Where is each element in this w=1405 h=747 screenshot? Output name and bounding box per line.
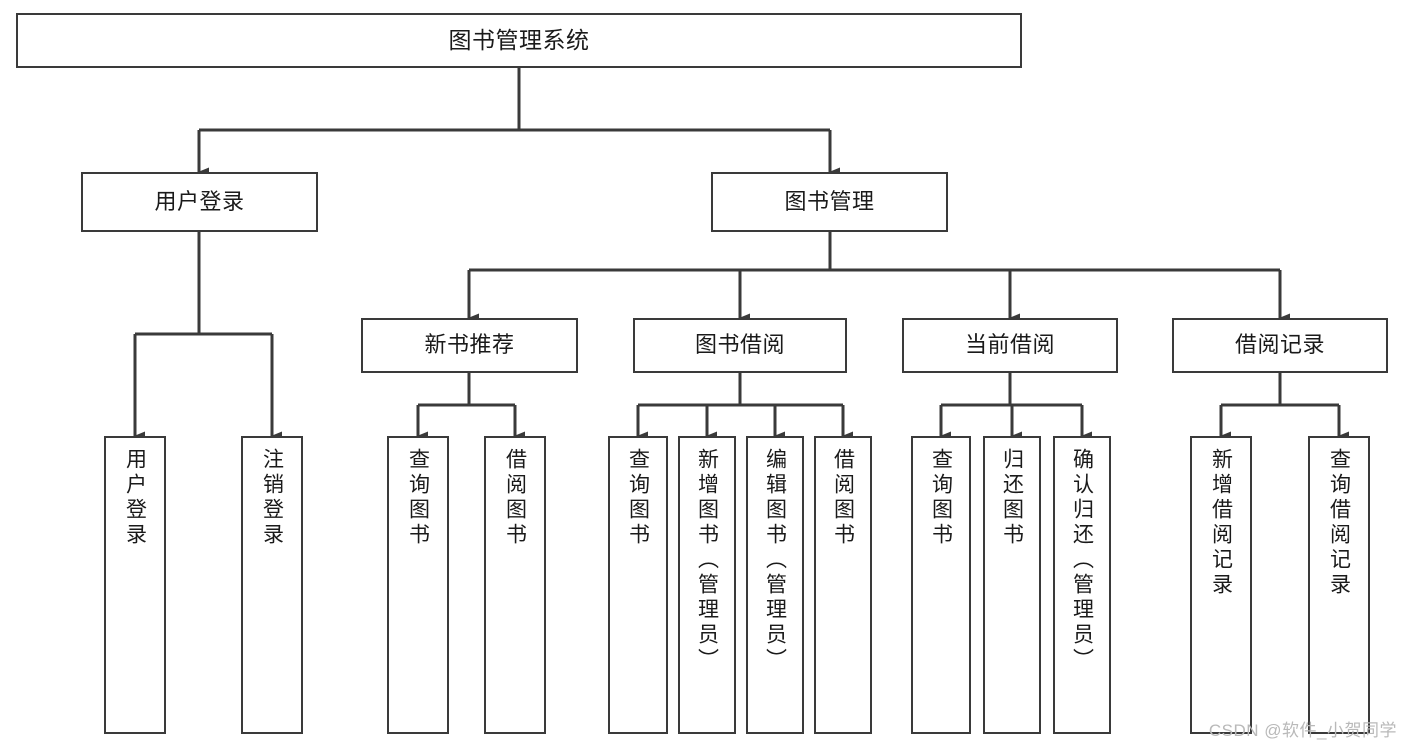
node-box-leaf-12: 查询借阅记录: [1308, 436, 1370, 734]
node-box-root: 图书管理系统: [16, 13, 1022, 68]
node-label: 编辑图书（管理员）: [763, 448, 787, 673]
node-box-leaf-5: 新增图书（管理员）: [678, 436, 736, 734]
node-label: 借阅图书: [831, 448, 855, 548]
node-label: 新增借阅记录: [1209, 448, 1233, 598]
node-box-level3-0: 新书推荐: [361, 318, 578, 373]
node-box-leaf-9: 归还图书: [983, 436, 1041, 734]
node-box-level3-1: 图书借阅: [633, 318, 847, 373]
node-box-leaf-3: 借阅图书: [484, 436, 546, 734]
node-label: 图书管理系统: [448, 26, 590, 53]
node-label: 确认归还（管理员）: [1070, 448, 1094, 673]
node-label: 查询图书: [406, 448, 430, 548]
node-label: 查询图书: [626, 448, 650, 548]
node-label: 归还图书: [1000, 448, 1024, 548]
node-box-leaf-11: 新增借阅记录: [1190, 436, 1252, 734]
node-label: 查询图书: [929, 448, 953, 548]
node-box-leaf-2: 查询图书: [387, 436, 449, 734]
node-box-leaf-6: 编辑图书（管理员）: [746, 436, 804, 734]
node-label: 图书借阅: [694, 332, 785, 358]
node-box-leaf-1: 注销登录: [241, 436, 303, 734]
node-label: 借阅图书: [503, 448, 527, 548]
node-box-level2-0: 用户登录: [81, 172, 318, 232]
node-box-level3-3: 借阅记录: [1172, 318, 1388, 373]
node-box-level2-1: 图书管理: [711, 172, 948, 232]
node-label: 注销登录: [260, 448, 284, 548]
node-box-leaf-7: 借阅图书: [814, 436, 872, 734]
node-label: 新增图书（管理员）: [695, 448, 719, 673]
node-label: 当前借阅: [964, 332, 1055, 358]
node-label: 图书管理: [784, 188, 875, 214]
node-label: 用户登录: [123, 448, 147, 548]
node-box-leaf-10: 确认归还（管理员）: [1053, 436, 1111, 734]
node-box-leaf-4: 查询图书: [608, 436, 668, 734]
node-box-leaf-8: 查询图书: [911, 436, 971, 734]
node-label: 新书推荐: [424, 332, 515, 358]
node-box-leaf-0: 用户登录: [104, 436, 166, 734]
node-box-level3-2: 当前借阅: [902, 318, 1118, 373]
node-label: 查询借阅记录: [1327, 448, 1351, 598]
node-label: 借阅记录: [1234, 332, 1325, 358]
node-label: 用户登录: [154, 188, 245, 214]
